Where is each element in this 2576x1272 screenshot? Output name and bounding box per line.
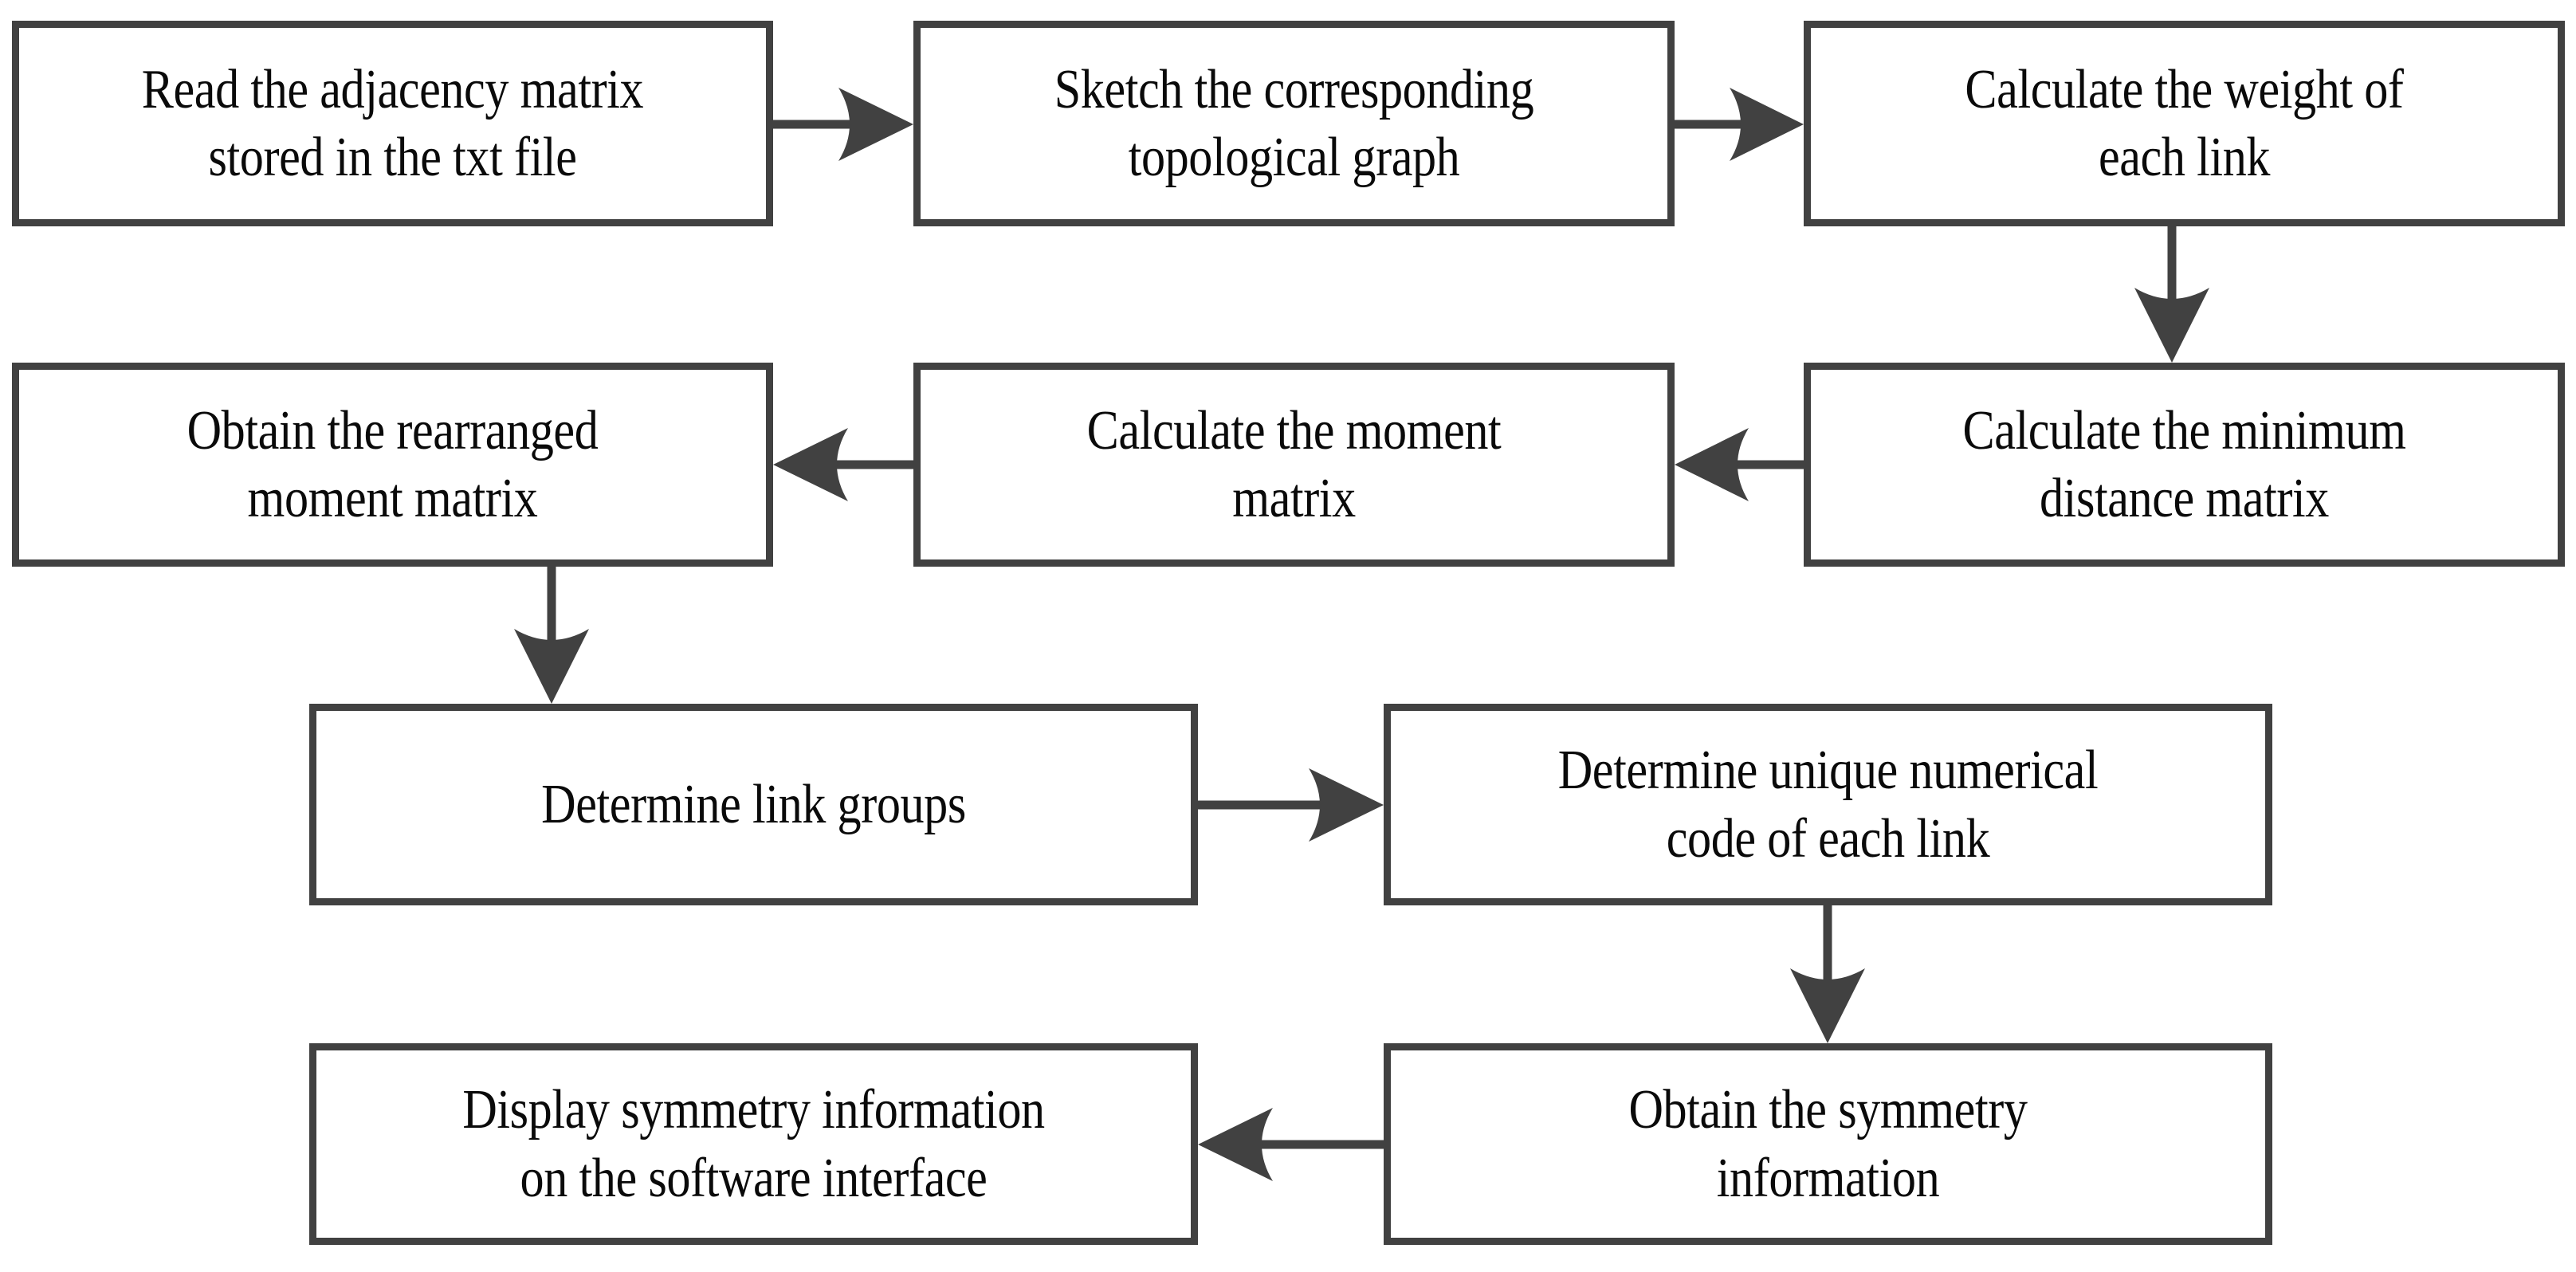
node-determine-unique-numerical-code[interactable]: Determine unique numerical code of each …	[1384, 704, 2272, 905]
node-label: Determine link groups	[541, 773, 966, 835]
edge-moment-to-rearranged	[773, 428, 913, 501]
node-label: Obtain the rearranged moment matrix	[187, 399, 599, 529]
edge-rearranged-to-groups	[514, 567, 589, 704]
edge-groups-to-code	[1198, 768, 1384, 842]
node-label: Obtain the symmetry information	[1628, 1079, 2028, 1209]
node-label: Calculate the weight of each link	[1965, 58, 2404, 188]
edge-distance-to-moment	[1675, 428, 1804, 501]
edge-read-to-sketch	[773, 88, 913, 161]
edge-weight-to-distance	[2134, 226, 2209, 363]
node-read-adjacency-matrix[interactable]: Read the adjacency matrix stored in the …	[12, 21, 773, 226]
edge-symmetry-to-display	[1198, 1108, 1384, 1181]
node-label: Calculate the minimum distance matrix	[1962, 399, 2406, 529]
node-label: Display symmetry information on the soft…	[462, 1079, 1045, 1209]
node-calculate-minimum-distance-matrix[interactable]: Calculate the minimum distance matrix	[1804, 363, 2565, 567]
node-obtain-symmetry-information[interactable]: Obtain the symmetry information	[1384, 1043, 2272, 1245]
node-label: Read the adjacency matrix stored in the …	[141, 58, 644, 188]
node-determine-link-groups[interactable]: Determine link groups	[309, 704, 1198, 905]
node-calculate-moment-matrix[interactable]: Calculate the moment matrix	[913, 363, 1675, 567]
node-calculate-weight-each-link[interactable]: Calculate the weight of each link	[1804, 21, 2565, 226]
edge-sketch-to-weight	[1675, 88, 1804, 161]
node-label: Calculate the moment matrix	[1086, 399, 1502, 529]
node-label: Sketch the corresponding topological gra…	[1054, 58, 1534, 188]
node-sketch-topological-graph[interactable]: Sketch the corresponding topological gra…	[913, 21, 1675, 226]
node-obtain-rearranged-moment-matrix[interactable]: Obtain the rearranged moment matrix	[12, 363, 773, 567]
node-label: Determine unique numerical code of each …	[1557, 740, 2099, 870]
node-display-symmetry-information[interactable]: Display symmetry information on the soft…	[309, 1043, 1198, 1245]
edge-code-to-symmetry	[1790, 905, 1865, 1043]
